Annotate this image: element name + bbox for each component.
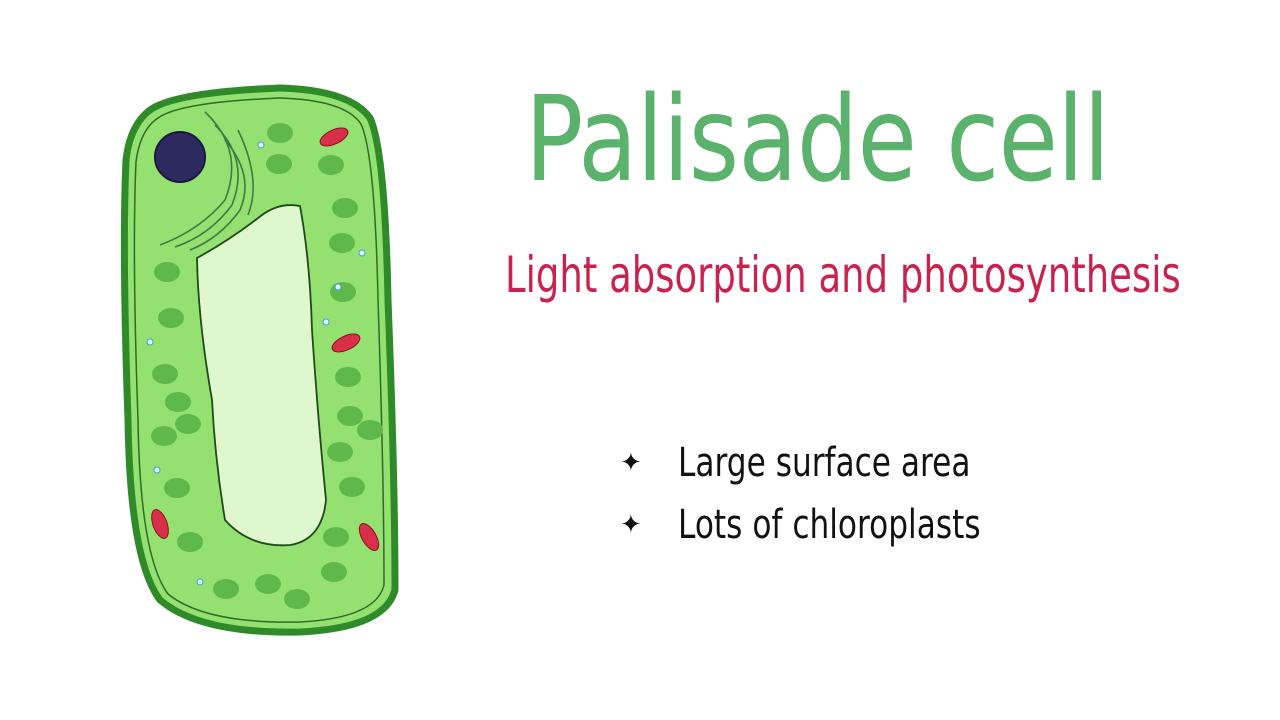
chloroplast (213, 579, 239, 599)
chloroplast (164, 478, 190, 498)
vesicle (146, 338, 154, 346)
bullet-list: ✦ Large surface area ✦ Lots of chloropla… (620, 432, 1066, 556)
chloroplast (267, 123, 293, 143)
nucleus (154, 131, 206, 183)
chloroplast (321, 562, 347, 582)
chloroplast (323, 527, 349, 547)
chloroplast (175, 414, 201, 434)
chloroplast (177, 532, 203, 552)
mitochondria (151, 127, 380, 551)
chloroplast (330, 282, 356, 302)
chloroplast (165, 392, 191, 412)
chloroplast (152, 364, 178, 384)
vesicle (153, 466, 161, 474)
chloroplast (151, 426, 177, 446)
vesicles (146, 141, 366, 586)
chloroplast (337, 406, 363, 426)
chloroplast (327, 442, 353, 462)
subtitle: Light absorption and photosynthesis (505, 246, 1181, 304)
chloroplast (335, 367, 361, 387)
chloroplast (339, 477, 365, 497)
mitochondrion (358, 523, 380, 551)
chloroplast (284, 589, 310, 609)
chloroplast (154, 262, 180, 282)
mitochondrion (319, 127, 349, 147)
vesicle (196, 578, 204, 586)
chloroplasts (151, 123, 383, 609)
four-point-star-icon: ✦ (620, 510, 642, 540)
cell-membrane (133, 97, 385, 623)
four-point-star-icon: ✦ (620, 448, 642, 478)
vesicle (334, 283, 342, 291)
page-title: Palisade cell (525, 70, 1110, 208)
chloroplast (266, 154, 292, 174)
vacuole (196, 204, 327, 547)
bullet-item: ✦ Large surface area (620, 432, 1066, 494)
vesicle (358, 249, 366, 257)
chloroplast (255, 574, 281, 594)
chloroplast (158, 308, 184, 328)
bullet-item: ✦ Lots of chloroplasts (620, 494, 1066, 556)
bullet-text: Large surface area (678, 440, 971, 486)
golgi-er (159, 111, 254, 251)
vesicle (322, 318, 330, 326)
vesicle (257, 141, 265, 149)
mitochondrion (331, 333, 361, 353)
chloroplast (318, 155, 344, 175)
bullet-text: Lots of chloroplasts (678, 502, 981, 548)
mitochondrion (151, 509, 169, 539)
chloroplast (332, 198, 358, 218)
chloroplast (357, 420, 383, 440)
chloroplast (329, 233, 355, 253)
